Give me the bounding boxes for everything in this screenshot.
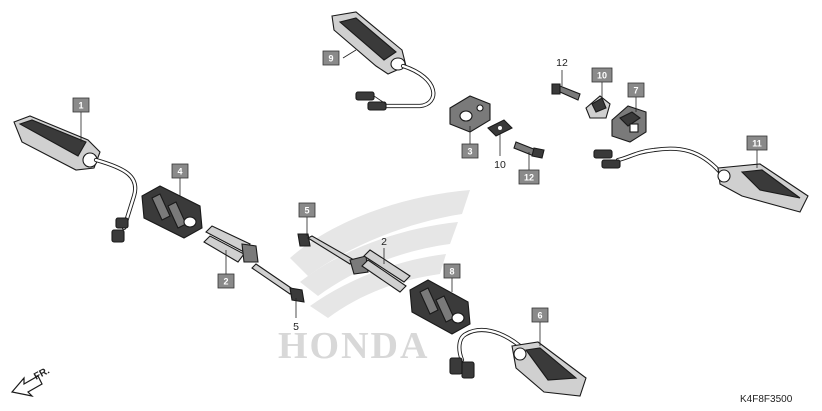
- part-12-bolt-upper: [551, 83, 581, 101]
- svg-text:10: 10: [494, 159, 506, 171]
- svg-text:2: 2: [223, 277, 228, 287]
- watermark-text: HONDA: [278, 325, 429, 367]
- part-5-bolt-left: [251, 263, 305, 303]
- callout-5-boxed: 5: [298, 202, 316, 218]
- callout-2-boxed: 2: [217, 273, 235, 289]
- svg-text:7: 7: [633, 86, 638, 96]
- part-2-collar-left: [203, 225, 259, 263]
- callout-9: 9: [322, 50, 340, 66]
- svg-text:6: 6: [537, 311, 542, 321]
- svg-text:1: 1: [78, 101, 83, 111]
- callout-6: 6: [531, 307, 549, 323]
- callout-12-boxed: 12: [518, 169, 540, 185]
- part-10-clip-lower: [487, 119, 513, 137]
- part-10-clip-upper: [585, 95, 611, 119]
- part-6-turn-signal: [449, 327, 587, 397]
- part-12-bolt-lower: [513, 141, 545, 159]
- callout-3: 3: [461, 143, 479, 159]
- fr-label: FR.: [32, 365, 52, 382]
- part-2-collar-right: [349, 249, 411, 293]
- svg-text:4: 4: [177, 167, 182, 177]
- callout-10-plain: 10: [494, 159, 506, 171]
- callout-11: 11: [746, 135, 768, 151]
- callout-5-plain: 5: [293, 321, 299, 333]
- svg-text:10: 10: [597, 71, 607, 81]
- diagram-code: K4F8F3500: [740, 394, 793, 405]
- callout-2-plain: 2: [381, 236, 387, 248]
- part-8-rubber-block: [409, 279, 471, 335]
- svg-text:11: 11: [752, 139, 762, 149]
- svg-text:12: 12: [524, 173, 534, 183]
- part-3-rubber-mount: [449, 95, 491, 133]
- part-9-turn-signal: [331, 11, 436, 111]
- callout-8: 8: [443, 263, 461, 279]
- leader-lines: [80, 49, 758, 346]
- part-7-rubber-mount: [611, 105, 647, 143]
- svg-text:5: 5: [304, 206, 309, 216]
- svg-text:12: 12: [556, 57, 568, 69]
- callout-1: 1: [72, 97, 90, 113]
- svg-text:2: 2: [381, 236, 387, 248]
- callout-7: 7: [627, 82, 645, 98]
- svg-text:3: 3: [467, 147, 472, 157]
- callout-12-plain: 12: [556, 57, 568, 69]
- svg-text:8: 8: [449, 267, 454, 277]
- front-direction-marker: FR.: [10, 365, 52, 397]
- svg-text:5: 5: [293, 321, 299, 333]
- callout-4: 4: [171, 163, 189, 179]
- part-4-rubber-block: [141, 185, 203, 239]
- callout-10-boxed: 10: [591, 67, 613, 83]
- svg-text:9: 9: [328, 54, 333, 64]
- part-11-turn-signal: [593, 146, 809, 213]
- part-1-turn-signal: [13, 115, 138, 243]
- arrow-icon: [10, 375, 43, 397]
